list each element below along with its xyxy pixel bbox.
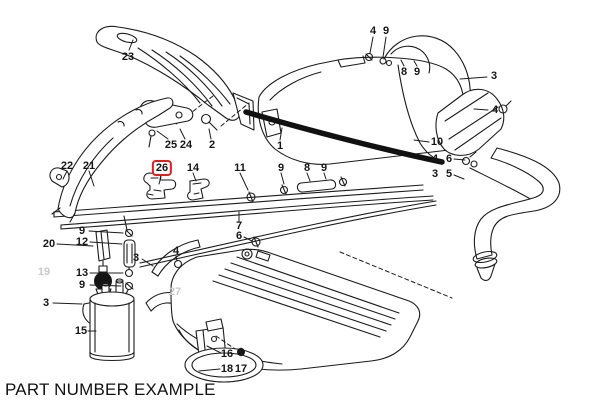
part-label: 4 [491, 104, 499, 116]
part-label: 1 [276, 140, 284, 152]
heat-shield-part [95, 25, 255, 131]
part-label: 3 [132, 252, 140, 264]
part-label: 3 [490, 70, 498, 82]
part-label-faded: 27 [168, 286, 182, 298]
part-label: 9 [78, 279, 86, 291]
leader-lines [52, 36, 489, 372]
part-label: 3 [431, 168, 439, 180]
part-label: 6 [235, 230, 243, 242]
expansion-tank-part [243, 35, 471, 165]
part-label: 24 [179, 139, 193, 151]
part-label: 8 [303, 162, 311, 174]
part-label: 7 [235, 220, 243, 232]
part-label: 9 [382, 25, 390, 37]
charcoal-canister-part [89, 278, 135, 362]
filler-pipe-part [339, 147, 561, 299]
part-label: 21 [82, 160, 96, 172]
part-label: 14 [186, 162, 200, 174]
part-label: 22 [60, 160, 74, 172]
part-label-faded: 19 [37, 266, 51, 278]
part-label: 8 [400, 66, 408, 78]
part-label: 4 [369, 25, 377, 37]
part-label: 9 [277, 162, 285, 174]
part-label: 25 [164, 139, 178, 151]
part-label: 9 [320, 162, 328, 174]
part-label: 4 [172, 245, 180, 257]
part-label: 9 [78, 225, 86, 237]
strap-bracket-part [184, 318, 264, 383]
caption-text: PART NUMBER EXAMPLE [5, 380, 216, 399]
part-label: 4 [431, 153, 439, 165]
part-label: 5 [445, 168, 453, 180]
part-label: 16 [220, 348, 234, 360]
part-label: 18 [220, 363, 234, 375]
part-label: 3 [42, 297, 50, 309]
part-label: 13 [75, 267, 89, 279]
fuel-lines [53, 176, 437, 277]
part-label: 9 [413, 66, 421, 78]
part-label: 23 [121, 51, 135, 63]
fuel-filter-part [82, 229, 135, 328]
part-label: 20 [42, 238, 56, 250]
clip-14-part [187, 178, 210, 201]
clip-26-part [143, 172, 177, 200]
part-label: 2 [208, 139, 216, 151]
part-label: 15 [74, 325, 88, 337]
part-label-highlighted: 26 [151, 160, 173, 176]
fuel-tank-part [170, 248, 421, 371]
part-label: 17 [234, 363, 248, 375]
part-label: 12 [75, 236, 89, 248]
part-label: 6 [445, 153, 453, 165]
support-bracket-part [49, 97, 174, 223]
filler-neck-part [435, 88, 533, 201]
part-label: 10 [430, 136, 444, 148]
part-label: 11 [234, 162, 246, 174]
